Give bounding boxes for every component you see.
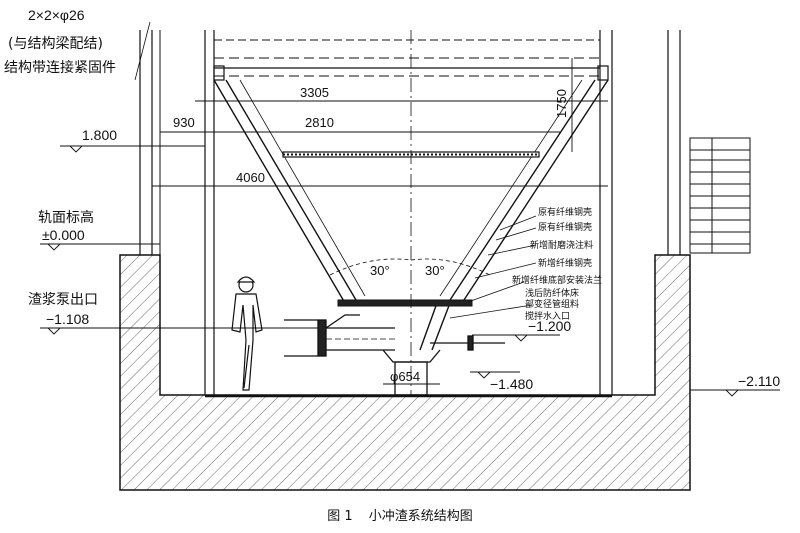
figure-title: 小冲渣系统结构图 [368, 509, 473, 524]
dim-phi654: φ654 [390, 369, 420, 384]
bottom-flange [337, 299, 473, 307]
dim-2810: 2810 [305, 115, 334, 130]
left-columns [139, 30, 215, 395]
outlet-pipe [284, 314, 505, 396]
elevation-1480: −1.480 [490, 376, 533, 392]
note-reducer: 部变径管组料 [525, 298, 579, 310]
fastener-line1: 2×2×φ26 [28, 7, 85, 23]
hopper-top [213, 39, 609, 81]
figure-number: 图 1 [327, 509, 353, 524]
note-bottom-flange: 新增纤维底部安装法兰 [512, 274, 602, 286]
angle-arcs [329, 258, 491, 276]
dim-3305: 3305 [300, 85, 329, 100]
fastener-line3: 结构带连接紧固件 [4, 59, 116, 76]
elevation-1108: −1.108 [46, 311, 89, 327]
elevation-2110: −2.110 [738, 373, 780, 389]
note-original-shell-2: 原有纤维钢壳 [538, 221, 592, 233]
dim-930: 930 [173, 115, 195, 130]
right-columns [599, 30, 681, 395]
concrete-pit [119, 254, 691, 491]
elevation-0000: ±0.000 [42, 227, 85, 243]
funnel [213, 79, 609, 351]
note-original-shell-1: 原有纤维钢壳 [538, 206, 592, 218]
pump-outlet-label: 渣浆泵出口 [28, 292, 98, 308]
angle-right-label: 30° [425, 263, 445, 278]
note-bed: 浅后防纤体床 [525, 287, 579, 299]
staircase [689, 137, 751, 254]
note-water-inlet: 搅拌水入口 [525, 310, 570, 322]
figure-caption: 图 1 小冲渣系统结构图 [0, 505, 800, 524]
rail-level-label: 轨面标高 [38, 209, 94, 226]
elevation-1200: −1.200 [528, 318, 571, 334]
elevation-1800: 1.800 [82, 127, 117, 143]
note-new-castable: 新增耐磨浇注料 [530, 239, 593, 251]
elevation-markers [47, 145, 739, 397]
angle-left-label: 30° [370, 263, 390, 278]
annotation-leaders [134, 21, 537, 319]
fastener-line2: (与结构梁配结) [8, 36, 103, 52]
dimension-lines [40, 58, 780, 391]
dim-1750: 1750 [554, 89, 569, 118]
dim-4060: 4060 [236, 170, 265, 185]
note-new-shell: 新增纤维钢壳 [538, 257, 592, 269]
worker-figure [231, 276, 263, 391]
